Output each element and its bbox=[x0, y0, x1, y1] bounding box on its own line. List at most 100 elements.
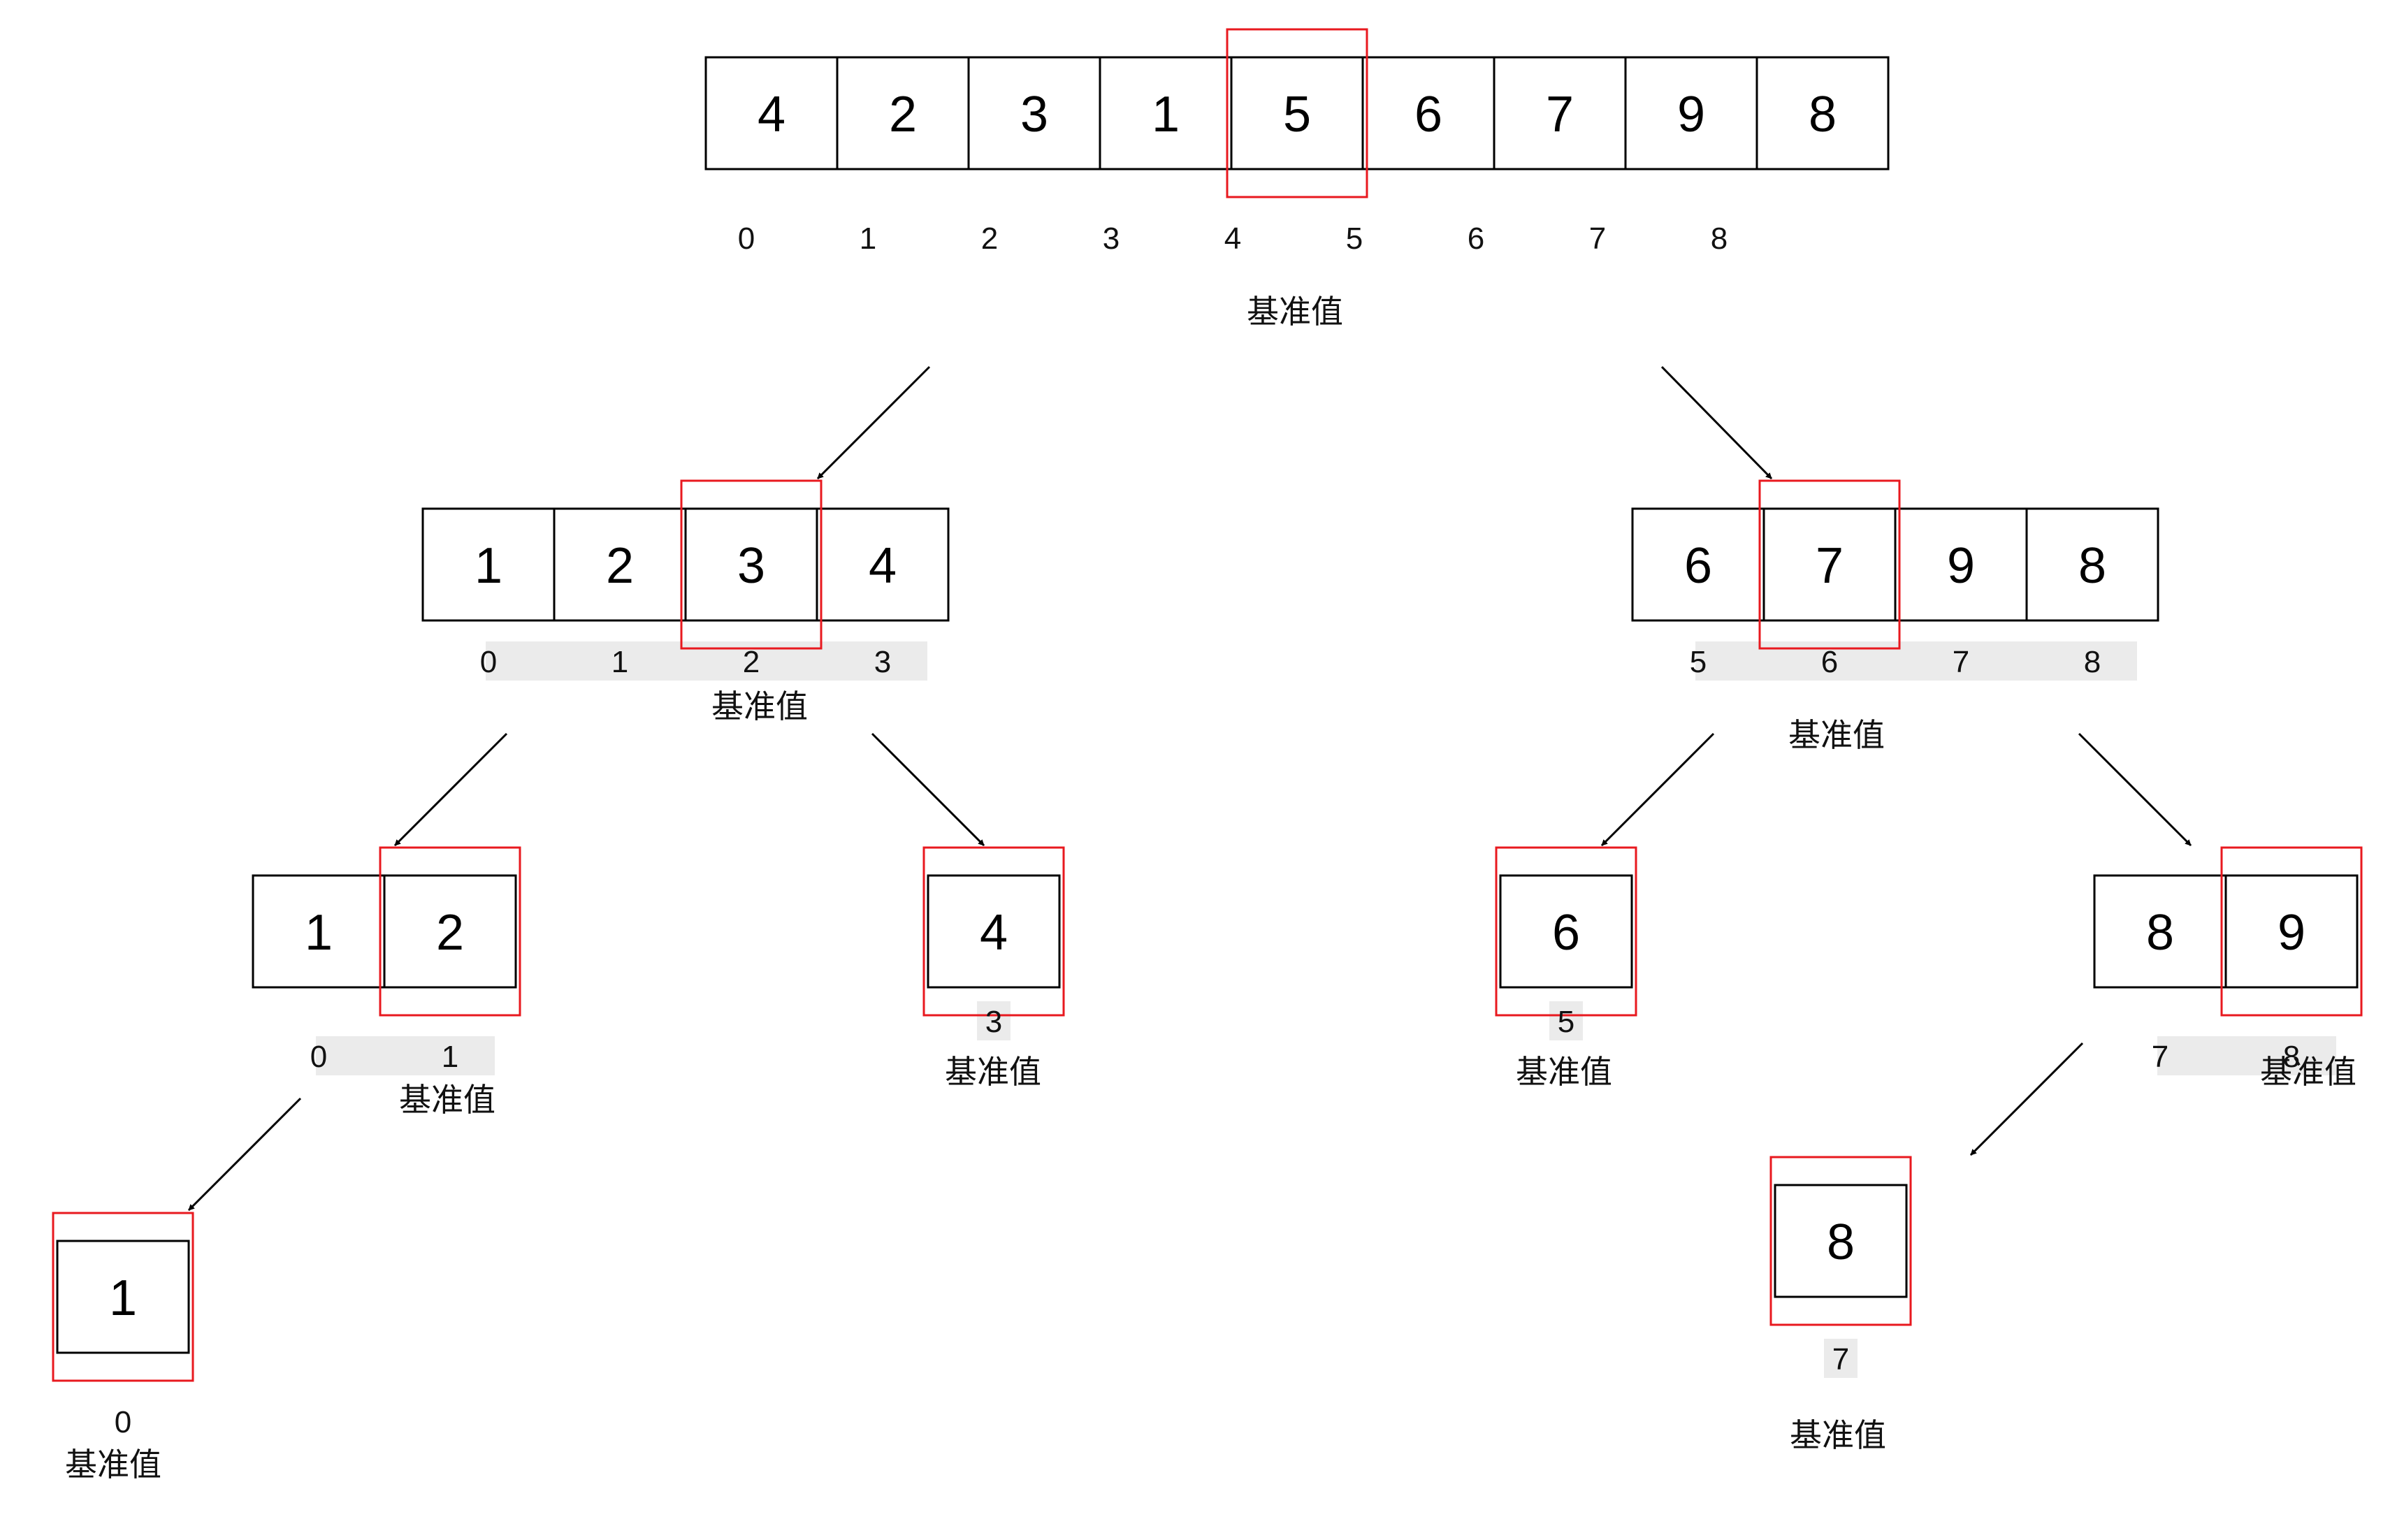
cell-value: 5 bbox=[1283, 87, 1311, 143]
cell-index: 1 bbox=[442, 1040, 458, 1074]
cell-index: 7 bbox=[1589, 221, 1606, 256]
cell-index: 0 bbox=[310, 1040, 327, 1074]
array-cell bbox=[1493, 56, 1627, 170]
pivot-highlight bbox=[2220, 846, 2363, 1017]
array-cell bbox=[1099, 56, 1233, 170]
cell-value: 4 bbox=[758, 87, 785, 143]
pivot-label: 基准值 bbox=[945, 1053, 1041, 1091]
cell-value: 7 bbox=[1546, 87, 1574, 143]
cell-index: 7 bbox=[2152, 1040, 2168, 1074]
cell-value: 6 bbox=[1684, 538, 1712, 594]
cell-value: 7 bbox=[1816, 538, 1844, 594]
array-cell bbox=[383, 874, 517, 989]
cell-value: 2 bbox=[436, 905, 464, 961]
cell-index: 8 bbox=[1711, 221, 1728, 256]
cell-value: 1 bbox=[109, 1270, 137, 1326]
array-cell bbox=[1762, 507, 1897, 622]
partition-arrow bbox=[187, 1097, 302, 1212]
cell-index: 3 bbox=[1103, 221, 1120, 256]
pivot-highlight bbox=[52, 1212, 194, 1382]
cell-value: 2 bbox=[606, 538, 634, 594]
pivot-highlight bbox=[379, 846, 521, 1017]
array-cell bbox=[967, 56, 1101, 170]
cell-value: 1 bbox=[305, 905, 333, 961]
pivot-label: 基准值 bbox=[1790, 1416, 1886, 1454]
cell-value: 4 bbox=[980, 905, 1008, 961]
index-band-r bbox=[1695, 641, 2137, 681]
array-cell bbox=[1230, 56, 1364, 170]
cell-index: 2 bbox=[743, 645, 760, 679]
pivot-label: 基准值 bbox=[711, 688, 808, 725]
cell-index: 0 bbox=[115, 1405, 131, 1439]
cell-value: 3 bbox=[1020, 87, 1048, 143]
cell-index: 1 bbox=[860, 221, 876, 256]
pivot-label: 基准值 bbox=[399, 1081, 495, 1119]
cell-index: 1 bbox=[611, 645, 628, 679]
cell-value: 8 bbox=[1809, 87, 1837, 143]
cell-value: 9 bbox=[1677, 87, 1705, 143]
cell-index: 8 bbox=[2283, 1040, 2300, 1074]
cell-index: 7 bbox=[1953, 645, 1969, 679]
pivot-highlight bbox=[1758, 479, 1901, 650]
array-cell bbox=[816, 507, 950, 622]
cell-value: 8 bbox=[1827, 1214, 1855, 1270]
cell-value: 1 bbox=[1152, 87, 1180, 143]
cell-index: 5 bbox=[1346, 221, 1363, 256]
partition-arrow bbox=[816, 365, 931, 480]
array-cell bbox=[252, 874, 386, 989]
pivot-label: 基准值 bbox=[1516, 1053, 1612, 1091]
array-cell bbox=[1774, 1184, 1908, 1298]
partition-arrow bbox=[393, 732, 508, 847]
cell-index: 4 bbox=[1224, 221, 1241, 256]
index-band-lr bbox=[977, 1001, 1011, 1040]
cell-index: 5 bbox=[1558, 1005, 1574, 1039]
cell-value: 6 bbox=[1552, 905, 1580, 961]
cell-index: 2 bbox=[981, 221, 998, 256]
index-band-l bbox=[486, 641, 927, 681]
cell-value: 8 bbox=[2146, 905, 2174, 961]
index-band-rl bbox=[1549, 1001, 1583, 1040]
pivot-highlight bbox=[1769, 1156, 1912, 1326]
partition-arrow bbox=[1969, 1042, 2084, 1156]
cell-index: 8 bbox=[2084, 645, 2101, 679]
cell-value: 6 bbox=[1414, 87, 1442, 143]
array-cell bbox=[56, 1240, 190, 1354]
cell-index: 6 bbox=[1821, 645, 1838, 679]
partition-arrow bbox=[1660, 365, 1773, 480]
array-cell bbox=[927, 874, 1061, 989]
cell-value: 2 bbox=[889, 87, 917, 143]
index-band-ll bbox=[316, 1036, 495, 1075]
cell-value: 4 bbox=[869, 538, 897, 594]
array-cell bbox=[2093, 874, 2227, 989]
array-cell bbox=[421, 507, 556, 622]
partition-arrow bbox=[1600, 732, 1715, 847]
partition-arrow bbox=[871, 732, 985, 847]
cell-value: 3 bbox=[737, 538, 765, 594]
pivot-label: 基准值 bbox=[1247, 293, 1343, 330]
array-cell bbox=[684, 507, 818, 622]
pivot-highlight bbox=[1495, 846, 1637, 1017]
pivot-label: 基准值 bbox=[65, 1446, 161, 1483]
cell-index: 6 bbox=[1468, 221, 1484, 256]
array-cell bbox=[1361, 56, 1496, 170]
cell-index: 3 bbox=[985, 1005, 1002, 1039]
array-cell bbox=[553, 507, 687, 622]
cell-index: 7 bbox=[1832, 1342, 1849, 1376]
pivot-highlight bbox=[922, 846, 1065, 1017]
cell-value: 8 bbox=[2078, 538, 2106, 594]
cell-value: 1 bbox=[475, 538, 502, 594]
cell-index: 3 bbox=[874, 645, 891, 679]
array-cell bbox=[1631, 507, 1765, 622]
pivot-highlight bbox=[1226, 28, 1368, 198]
array-cell bbox=[1499, 874, 1633, 989]
array-cell bbox=[836, 56, 970, 170]
cell-value: 9 bbox=[2278, 905, 2305, 961]
pivot-label: 基准值 bbox=[1788, 716, 1885, 754]
index-band-rr bbox=[2157, 1036, 2336, 1075]
cell-index: 5 bbox=[1690, 645, 1707, 679]
array-cell bbox=[704, 56, 839, 170]
index-band-rrl bbox=[1824, 1339, 1858, 1378]
array-cell bbox=[1894, 507, 2028, 622]
array-cell bbox=[1755, 56, 1890, 170]
